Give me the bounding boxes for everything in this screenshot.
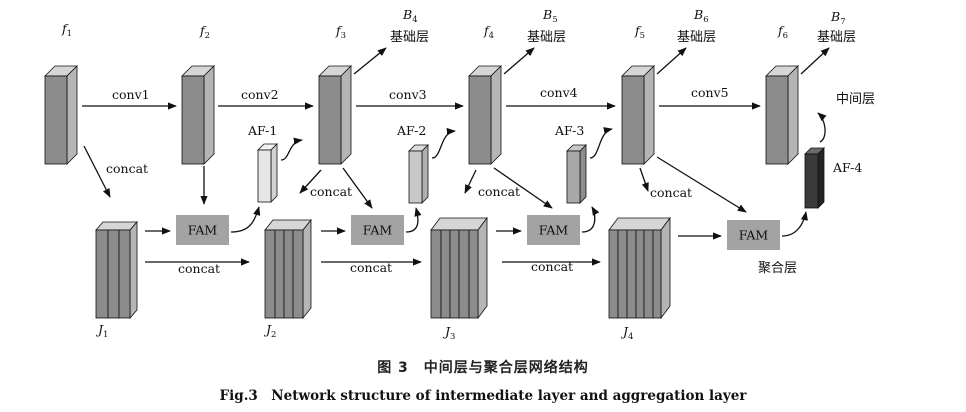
fam-box-3-label: FAM bbox=[539, 223, 569, 238]
fam-box-1-label: FAM bbox=[188, 223, 218, 238]
af1-label: AF-1 bbox=[247, 123, 277, 138]
b7-arrow bbox=[800, 47, 830, 75]
af4-to-f6-arrow bbox=[817, 112, 827, 143]
feature-block-f4 bbox=[468, 65, 502, 165]
label-f2: f2 bbox=[199, 23, 210, 41]
fam-box-4-label: FAM bbox=[739, 228, 769, 243]
fam-box-4: FAM bbox=[727, 220, 780, 250]
conv3-label: conv3 bbox=[389, 87, 427, 102]
f4-to-j3-arrow bbox=[464, 169, 477, 194]
af1-to-f3-arrow bbox=[280, 137, 303, 161]
fam4-to-af4-arrow bbox=[781, 211, 808, 237]
af2-to-f4-arrow bbox=[431, 127, 456, 159]
f5-to-j4-arrow bbox=[639, 167, 649, 192]
conv1-label: conv1 bbox=[112, 87, 150, 102]
concat-label-1: concat bbox=[106, 161, 148, 176]
af3-to-f5-arrow bbox=[589, 127, 613, 159]
network-diagram: f1 f2 f3 f4 f5 f6 conv1 conv2 conv3 conv… bbox=[44, 7, 875, 342]
fam-box-2: FAM bbox=[351, 215, 404, 245]
fam2-to-af2-arrow bbox=[405, 207, 422, 233]
af4-block bbox=[804, 147, 825, 209]
b5-arrow bbox=[503, 47, 535, 75]
conv2-label: conv2 bbox=[241, 87, 279, 102]
concat-label-6: concat bbox=[350, 260, 392, 275]
fam-box-2-label: FAM bbox=[363, 223, 393, 238]
af4-label: AF-4 bbox=[832, 160, 862, 175]
fam-box-1: FAM bbox=[176, 215, 229, 245]
label-f3: f3 bbox=[335, 23, 346, 41]
b6-arrow bbox=[656, 47, 687, 75]
feature-block-f3 bbox=[318, 65, 352, 165]
joint-block-j3 bbox=[430, 216, 488, 320]
label-f1: f1 bbox=[61, 21, 72, 39]
label-b4: B4 bbox=[402, 7, 418, 25]
label-b7-text: 基础层 bbox=[817, 30, 856, 45]
joint-block-j1 bbox=[95, 220, 138, 320]
concat-label-7: concat bbox=[531, 259, 573, 274]
af3-block bbox=[566, 144, 587, 204]
f4-to-fam3-arrow bbox=[493, 167, 553, 209]
label-b4-text: 基础层 bbox=[390, 30, 429, 45]
aggregation-layer-label: 聚合层 bbox=[758, 261, 797, 276]
figure-caption-cn: 图 3 中间层与聚合层网络结构 bbox=[377, 360, 589, 376]
fam1-to-af1-arrow bbox=[230, 206, 261, 233]
b4-arrow bbox=[353, 47, 387, 75]
label-j2: J2 bbox=[263, 322, 276, 340]
conv5-label: conv5 bbox=[691, 85, 729, 100]
label-f5: f5 bbox=[634, 23, 645, 41]
feature-block-f5 bbox=[621, 65, 655, 165]
conv4-label: conv4 bbox=[540, 85, 578, 100]
concat-label-5: concat bbox=[178, 261, 220, 276]
concat-label-3: concat bbox=[478, 184, 520, 199]
label-b5-text: 基础层 bbox=[527, 30, 566, 45]
label-b6: B6 bbox=[693, 7, 709, 25]
label-f6: f6 bbox=[777, 23, 788, 41]
label-j4: J4 bbox=[620, 324, 633, 342]
label-f4: f4 bbox=[483, 23, 494, 41]
af3-label: AF-3 bbox=[554, 123, 584, 138]
fam-box-3: FAM bbox=[527, 215, 580, 245]
f3-to-fam2-arrow bbox=[342, 167, 373, 209]
feature-block-f2 bbox=[181, 65, 215, 165]
af2-label: AF-2 bbox=[396, 123, 426, 138]
label-b5: B5 bbox=[542, 7, 558, 25]
feature-block-f6 bbox=[765, 65, 799, 165]
f3-to-j2-arrow bbox=[299, 169, 322, 194]
feature-block-f1 bbox=[44, 65, 78, 165]
fam3-to-af3-arrow bbox=[581, 206, 600, 233]
f1-concat-arrow bbox=[83, 145, 111, 198]
label-b6-text: 基础层 bbox=[677, 30, 716, 45]
figure-caption-en: Fig.3 Network structure of intermediate … bbox=[219, 388, 747, 404]
concat-label-4: concat bbox=[650, 185, 692, 200]
af1-block bbox=[257, 143, 278, 203]
f5-to-fam4-arrow bbox=[656, 156, 747, 213]
label-j1: J1 bbox=[95, 322, 108, 340]
joint-block-j4 bbox=[608, 216, 671, 320]
label-b7: B7 bbox=[830, 9, 846, 27]
intermediate-layer-label: 中间层 bbox=[836, 92, 875, 107]
joint-block-j2 bbox=[264, 218, 312, 320]
label-j3: J3 bbox=[442, 324, 455, 342]
af2-block bbox=[408, 144, 429, 204]
concat-label-2: concat bbox=[310, 184, 352, 199]
